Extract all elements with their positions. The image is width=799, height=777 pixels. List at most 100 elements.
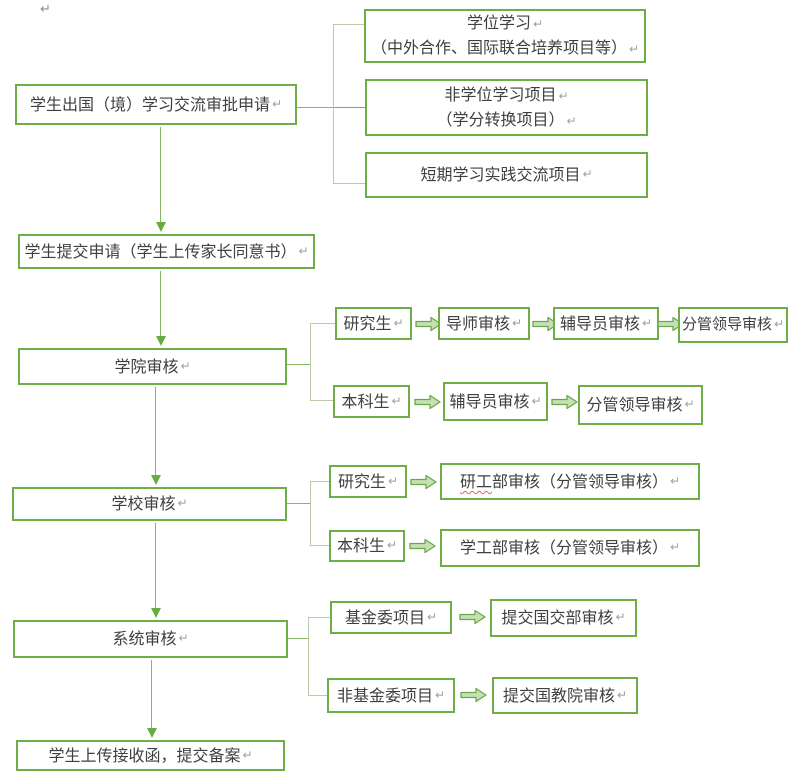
node-college-review-label: 学院审核 xyxy=(114,356,179,376)
node-submit: 学生提交申请（学生上传家长同意书）↵ xyxy=(18,234,315,269)
node-leader-review-grad: 分管领导审核↵ xyxy=(678,307,788,343)
connector-line xyxy=(333,24,334,183)
node-college-grad-label: 研究生 xyxy=(343,313,392,333)
node-intl-edu-review: 提交国教院审核↵ xyxy=(492,677,638,714)
node-school-undergrad-label: 本科生 xyxy=(336,536,385,556)
pilcrow-mark: ↵ xyxy=(582,167,593,182)
node-college-grad: 研究生↵ xyxy=(335,307,412,340)
node-school-review: 学校审核↵ xyxy=(12,487,287,521)
node-final-label: 学生上传接收函，提交备案 xyxy=(48,745,241,765)
connector-line xyxy=(308,695,327,696)
node-system-review-label: 系统审核 xyxy=(112,629,177,649)
connector-line xyxy=(310,481,311,546)
paragraph-mark: ↵ xyxy=(40,2,51,17)
node-undergrad-affairs-review: 学工部审核（分管领导审核）↵ xyxy=(440,529,700,567)
down-arrow-icon xyxy=(146,660,158,738)
node-category-nondegree: 非学位学习项目↵ （学分转换项目）↵ xyxy=(365,79,648,136)
node-counselor-review-label: 辅导员审核 xyxy=(449,391,530,411)
node-school-grad: 研究生↵ xyxy=(329,465,407,498)
node-start: 学生出国（境）学习交流审批申请↵ xyxy=(15,84,297,125)
node-non-csc-project: 非基金委项目↵ xyxy=(327,678,455,713)
pilcrow-mark: ↵ xyxy=(558,88,569,103)
node-submit-label: 学生提交申请（学生上传家长同意书） xyxy=(24,241,297,261)
node-category-degree: 学位学习↵ （中外合作、国际联合培养项目等）↵ xyxy=(364,9,646,63)
pilcrow-mark: ↵ xyxy=(387,473,399,488)
category-nondegree-line1: 非学位学习项目 xyxy=(444,84,557,104)
category-degree-line1: 学位学习 xyxy=(466,13,531,33)
node-system-review: 系统审核↵ xyxy=(13,620,288,658)
line-2: （学分转换项目）↵ xyxy=(436,108,576,133)
pilcrow-mark: ↵ xyxy=(386,538,398,553)
node-college-review: 学院审核↵ xyxy=(18,348,287,385)
pilcrow-mark: ↵ xyxy=(271,96,283,111)
category-shortterm-label: 短期学习实践交流项目 xyxy=(420,165,581,185)
flow-arrow-icon xyxy=(459,609,486,625)
connector-line xyxy=(297,107,333,108)
connector-line xyxy=(288,638,308,639)
node-leader-review-label: 分管领导审核 xyxy=(681,315,772,334)
pilcrow-mark: ↵ xyxy=(628,42,640,56)
node-csc-project-label: 基金委项目 xyxy=(344,607,425,627)
node-grad-affairs-rest-text: 部审核（分管领导审核） xyxy=(491,471,668,491)
pilcrow-mark: ↵ xyxy=(242,747,253,762)
connector-line xyxy=(333,183,365,184)
pilcrow-mark: ↵ xyxy=(511,315,523,330)
line-2: （中外合作、国际联合培养项目等）↵ xyxy=(371,36,639,61)
pilcrow-mark: ↵ xyxy=(684,397,695,412)
category-degree-line2: （中外合作、国际联合培养项目等） xyxy=(370,38,627,57)
node-grad-affairs-flagged-text: 研工 xyxy=(459,471,492,491)
pilcrow-mark: ↵ xyxy=(434,687,446,702)
pilcrow-mark: ↵ xyxy=(178,631,189,646)
node-final: 学生上传接收函，提交备案↵ xyxy=(16,740,285,771)
connector-line xyxy=(333,24,364,25)
connector-line xyxy=(310,481,329,482)
flow-arrow-icon xyxy=(551,394,578,410)
node-leader-review-label: 分管领导审核 xyxy=(586,395,683,415)
pilcrow-mark: ↵ xyxy=(669,540,681,555)
connector-line xyxy=(310,323,335,324)
node-counselor-review-grad: 辅导员审核↵ xyxy=(553,307,659,340)
category-nondegree-line2: （学分转换项目） xyxy=(436,109,565,129)
node-college-undergrad-label: 本科生 xyxy=(341,391,390,411)
connector-line xyxy=(310,400,333,401)
line-1: 学位学习↵ xyxy=(467,11,543,36)
node-intl-office-review-label: 提交国交部审核 xyxy=(501,608,614,628)
node-csc-project: 基金委项目↵ xyxy=(330,601,452,634)
flow-arrow-icon xyxy=(410,474,437,490)
pilcrow-mark: ↵ xyxy=(531,393,542,408)
node-undergrad-affairs-label: 学工部审核（分管领导审核） xyxy=(459,538,668,558)
connector-line xyxy=(308,617,309,696)
pilcrow-mark: ↵ xyxy=(669,473,681,488)
pilcrow-mark: ↵ xyxy=(566,113,577,128)
connector-line xyxy=(308,617,330,618)
node-category-shortterm: 短期学习实践交流项目↵ xyxy=(365,152,648,198)
node-school-undergrad: 本科生↵ xyxy=(329,530,405,562)
pilcrow-mark: ↵ xyxy=(177,496,188,511)
node-intl-edu-review-label: 提交国教院审核 xyxy=(502,685,615,705)
flow-arrow-icon xyxy=(409,538,436,554)
pilcrow-mark: ↵ xyxy=(615,610,626,625)
node-non-csc-project-label: 非基金委项目 xyxy=(336,685,433,705)
flow-arrow-icon xyxy=(460,687,487,703)
flow-arrow-icon xyxy=(414,394,441,410)
pilcrow-mark: ↵ xyxy=(391,393,402,408)
node-counselor-review-label: 辅导员审核 xyxy=(559,313,640,333)
node-start-label: 学生出国（境）学习交流审批申请 xyxy=(29,94,270,114)
connector-line-blue xyxy=(333,107,365,108)
node-advisor-review-label: 导师审核 xyxy=(445,313,510,333)
down-arrow-icon xyxy=(155,271,167,346)
node-advisor-review: 导师审核↵ xyxy=(438,307,530,340)
connector-line xyxy=(287,364,310,365)
connector-line xyxy=(310,323,311,401)
node-grad-affairs-review: 研工部审核（分管领导审核）↵ xyxy=(440,463,700,500)
flow-arrow-icon xyxy=(415,316,442,332)
line-1: 非学位学习项目↵ xyxy=(444,83,568,108)
node-leader-review-undergrad: 分管领导审核↵ xyxy=(578,385,703,425)
connector-line xyxy=(287,503,310,504)
node-intl-office-review: 提交国交部审核↵ xyxy=(490,599,637,637)
pilcrow-mark: ↵ xyxy=(616,687,628,702)
pilcrow-mark: ↵ xyxy=(180,358,191,373)
node-college-undergrad: 本科生↵ xyxy=(333,385,410,418)
connector-line xyxy=(310,545,329,546)
